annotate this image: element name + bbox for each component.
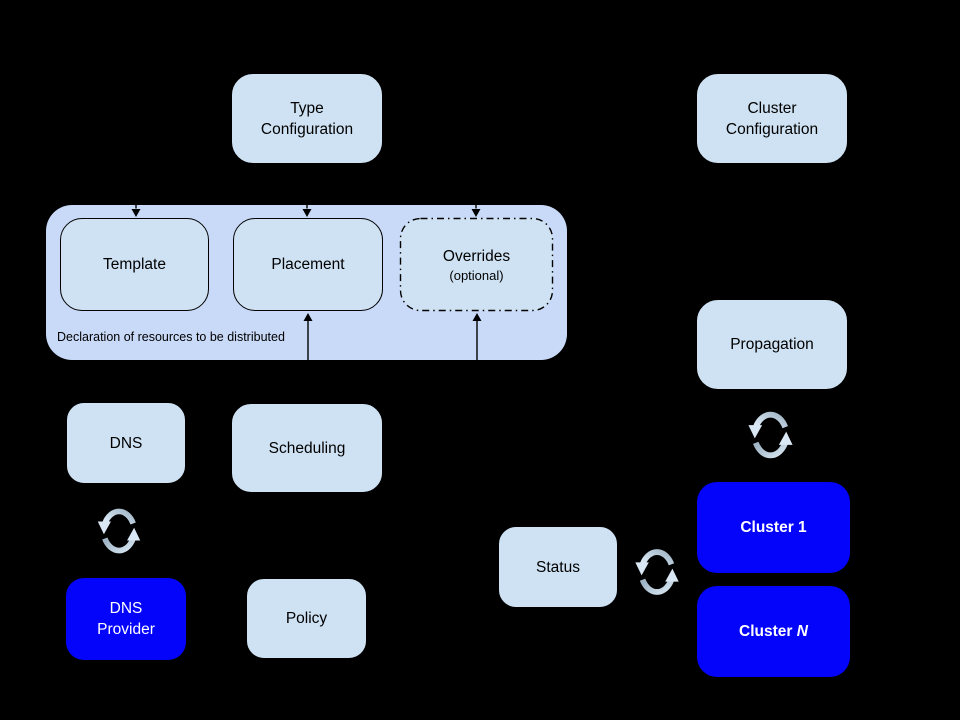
placement-label: Placement [271,256,345,273]
dns-box: DNS [66,402,186,484]
type-configuration-label-line1: Type [290,99,324,117]
dns-provider-label-line1: DNS [109,600,143,617]
type-configuration-box: Type Configuration [231,73,383,164]
placement-box: Placement [233,218,383,311]
propagation-label: Propagation [730,336,814,353]
cluster-n-label: Cluster N [739,623,808,640]
policy-label: Policy [285,610,328,627]
dns-label: DNS [109,434,143,452]
cluster-n-box: Cluster N [697,586,850,677]
dns-provider-box: DNS Provider [66,578,186,660]
template-box: Template [60,218,209,311]
propagation-box: Propagation [696,299,848,390]
scheduling-label: Scheduling [268,439,346,457]
cluster-configuration-box: Cluster Configuration [696,73,848,164]
overrides-sublabel: (optional) [449,267,504,283]
status-box: Status [498,526,618,608]
sync-icon-status [635,552,678,592]
sync-icon-propagation [748,415,792,456]
cluster-1-label: Cluster 1 [740,519,807,536]
template-label: Template [103,256,166,273]
dns-provider-label-line2: Provider [97,621,155,638]
overrides-label: Overrides [442,247,511,265]
type-configuration-label-line2: Configuration [260,120,354,138]
cluster-configuration-label-line2: Configuration [725,120,819,138]
scheduling-box: Scheduling [231,403,383,493]
cluster-configuration-label-line1: Cluster [747,99,797,117]
overrides-box: Overrides (optional) [400,218,553,311]
cluster-1-box: Cluster 1 [697,482,850,573]
policy-box: Policy [246,578,367,659]
status-label: Status [536,558,580,576]
declaration-caption: Declaration of resources to be distribut… [57,330,285,344]
sync-icon-dns [98,511,141,550]
